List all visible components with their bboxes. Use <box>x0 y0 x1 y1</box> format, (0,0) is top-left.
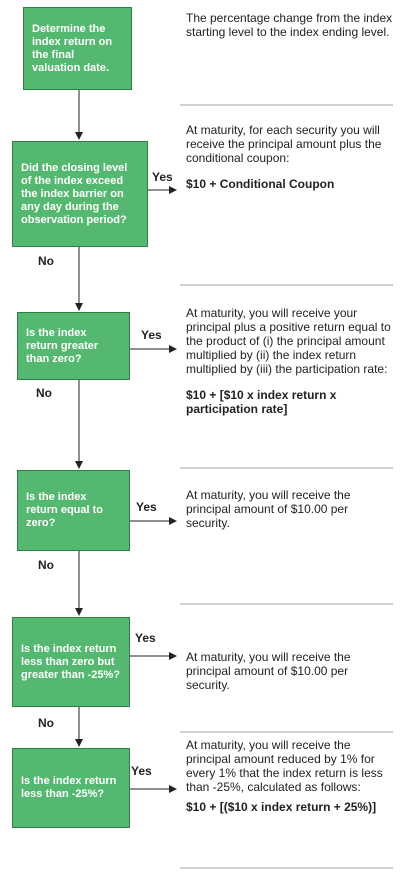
divider-5 <box>180 731 393 733</box>
divider-2 <box>180 284 393 286</box>
step2-question: Did the closing level of the index excee… <box>21 161 128 226</box>
step2-yes-label: Yes <box>152 170 173 184</box>
step1-description: The percentage change from the index sta… <box>186 11 393 39</box>
step5-no-label: No <box>38 716 54 730</box>
step1-question: Determine the index return on the final … <box>32 22 113 74</box>
divider-4 <box>180 603 393 605</box>
step6-question: Is the index return less than -25%? <box>21 775 117 800</box>
step4-box: Is the index return equal to zero? <box>17 470 130 551</box>
step3-question: Is the index return greater than zero? <box>26 326 99 365</box>
step4-no-label: No <box>38 558 54 572</box>
step2-description: At maturity, for each security you will … <box>186 123 394 191</box>
step6-description: At maturity, you will receive the princi… <box>186 738 394 814</box>
step3-formula: $10 + [$10 x index return x participatio… <box>186 388 337 416</box>
step4-question: Is the index return equal to zero? <box>26 491 104 529</box>
step3-no-label: No <box>36 386 52 400</box>
step4-yes-label: Yes <box>136 500 157 514</box>
step5-box: Is the index return less than zero but g… <box>12 617 130 707</box>
divider-6 <box>180 867 393 869</box>
step3-box: Is the index return greater than zero? <box>17 312 130 380</box>
step5-yes-label: Yes <box>135 631 156 645</box>
step2-formula: $10 + Conditional Coupon <box>186 177 335 191</box>
divider-1 <box>180 104 393 106</box>
step6-box: Is the index return less than -25%? <box>12 748 130 828</box>
divider-3 <box>180 467 393 469</box>
step6-formula: $10 + [($10 x index return + 25%)] <box>186 800 377 814</box>
step2-box: Did the closing level of the index excee… <box>12 141 148 247</box>
step2-no-label: No <box>38 254 54 268</box>
step3-yes-label: Yes <box>141 328 162 342</box>
step5-description: At maturity, you will receive the princi… <box>186 650 351 692</box>
step3-description: At maturity, you will receive your princ… <box>186 306 394 416</box>
step1-box: Determine the index return on the final … <box>23 7 132 90</box>
step4-description: At maturity, you will receive the princi… <box>186 488 351 530</box>
step6-yes-label: Yes <box>131 764 152 778</box>
step5-question: Is the index return less than zero but g… <box>21 642 121 681</box>
